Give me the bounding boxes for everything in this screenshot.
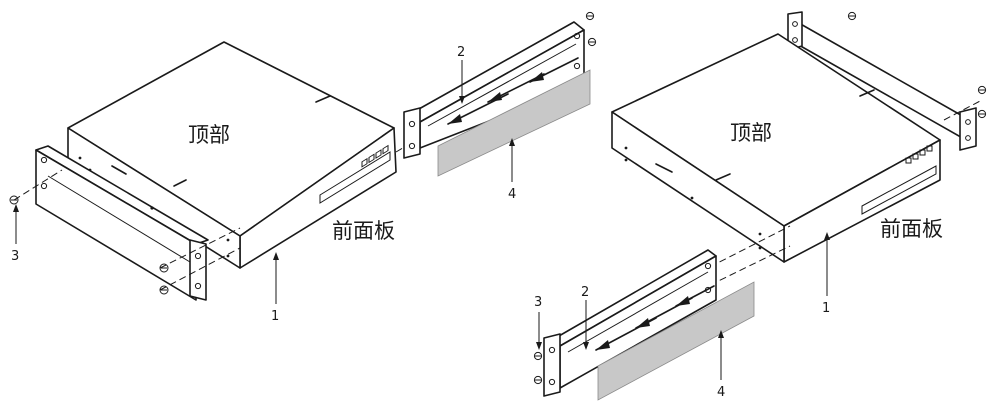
right-callout-3: 3 — [534, 295, 542, 310]
right-rear-bracket — [787, 11, 977, 151]
right-front-panel-buttons — [905, 145, 933, 164]
left-bracket-hole-1 — [40, 156, 48, 164]
right-front-screws — [533, 351, 543, 385]
left-bracket-hole-3 — [194, 252, 202, 260]
right-rear-screw-2 — [977, 85, 987, 95]
left-rear-bracket-ear — [403, 107, 421, 159]
left-rear-bracket — [403, 21, 585, 159]
left-callout-1: 1 — [271, 309, 279, 324]
right-top-vent-1 — [859, 89, 875, 97]
left-side-hole-1 — [78, 156, 82, 160]
right-front-bracket — [543, 249, 717, 397]
right-front-bracket-ear — [543, 333, 561, 397]
left-callouts — [13, 60, 515, 304]
right-front-panel-label: 前面板 — [880, 217, 943, 241]
right-pad — [597, 281, 755, 401]
left-top-label: 顶部 — [188, 123, 230, 147]
left-screws — [9, 195, 169, 295]
left-top-vent-2 — [173, 179, 187, 187]
right-callout-1: 1 — [822, 301, 830, 316]
right-rear-bracket-left-ear — [787, 11, 803, 51]
left-screw-3 — [159, 285, 169, 295]
right-assembly: 顶部 前面板 3 2 4 1 — [533, 11, 987, 401]
right-chassis — [611, 33, 941, 263]
right-front-panel-slot — [861, 165, 937, 215]
left-assembly: 顶部 前面板 2 4 3 1 — [9, 11, 597, 324]
left-callout-3: 3 — [11, 249, 19, 264]
left-side-hole-4 — [226, 254, 230, 258]
left-screw-2 — [159, 263, 169, 273]
left-screw-1 — [9, 195, 19, 205]
left-side-vent — [111, 165, 127, 175]
left-front-panel-label: 前面板 — [332, 219, 395, 243]
left-bracket-ear — [189, 239, 207, 301]
right-top-vent-2 — [715, 173, 731, 181]
left-bracket-hole-4 — [194, 282, 202, 290]
left-callout-4: 4 — [508, 187, 516, 202]
left-callout-2: 2 — [457, 45, 465, 60]
right-rear-screw-3 — [977, 109, 987, 119]
right-callouts — [536, 232, 830, 380]
left-rear-screws — [585, 11, 597, 47]
right-rear-screws — [847, 11, 987, 119]
left-front-panel-buttons — [361, 144, 389, 168]
left-top-vent-1 — [315, 95, 331, 103]
right-chassis-side-face — [611, 111, 785, 263]
left-front-bracket — [35, 145, 209, 301]
left-side-hole-3 — [226, 238, 230, 242]
left-rear-screw-2 — [587, 37, 597, 47]
right-rear-bracket-ear — [959, 107, 977, 151]
right-callout-4: 4 — [717, 385, 725, 400]
right-front-screw-2 — [533, 375, 543, 385]
right-rear-screw-1 — [847, 11, 857, 21]
left-bracket-hole-2 — [40, 182, 48, 190]
left-rear-screw-1 — [585, 11, 595, 21]
right-side-vent — [655, 163, 673, 173]
right-callout-2: 2 — [581, 285, 589, 300]
left-front-panel-slot — [319, 151, 391, 204]
right-top-label: 顶部 — [730, 121, 772, 145]
right-front-screw-1 — [533, 351, 543, 361]
left-pad — [437, 69, 591, 177]
